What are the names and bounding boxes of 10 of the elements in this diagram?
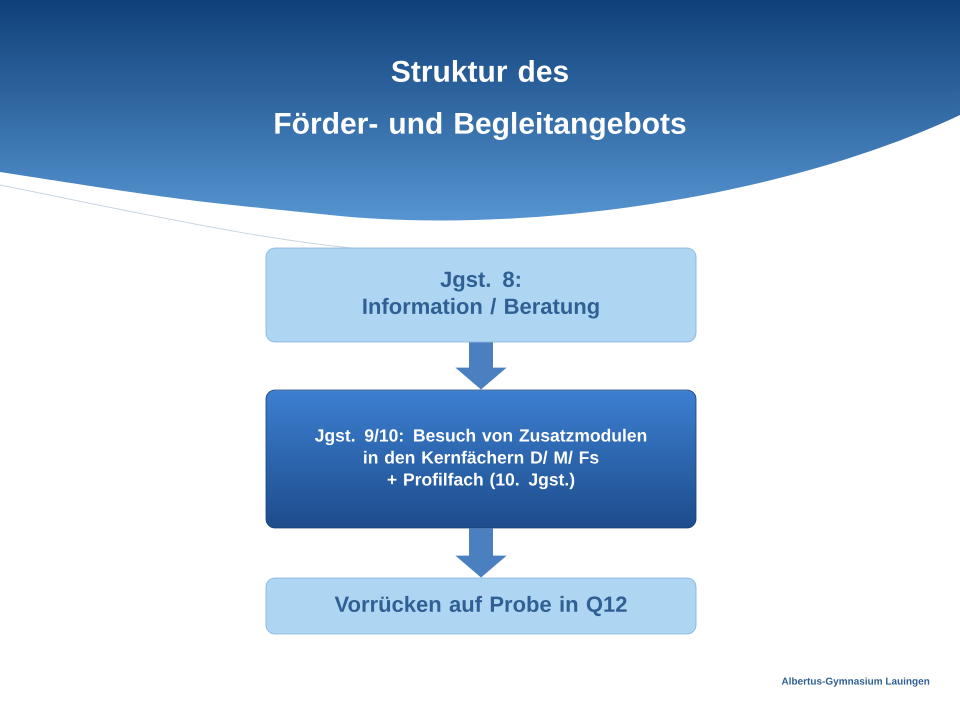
box-text: Vorrücken auf Probe in Q12 <box>334 596 627 616</box>
process-box <box>266 390 696 528</box>
box-text: Information / Beratung <box>363 298 599 318</box>
title: Struktur des Förder- und Begleitangebots <box>275 60 686 140</box>
box-text: Jgst. 8: <box>440 271 520 292</box>
process-box <box>266 578 696 634</box>
box-text: + Profilfach (10. Jgst.) <box>388 472 574 490</box>
footer-text: Albertus-Gymnasium Lauingen <box>782 677 930 687</box>
process-box <box>266 248 696 342</box>
box-text: Jgst. 9/10: Besuch von Zusatzmodulen in den Kernfächern D/ M/ Fs <box>315 428 646 464</box>
